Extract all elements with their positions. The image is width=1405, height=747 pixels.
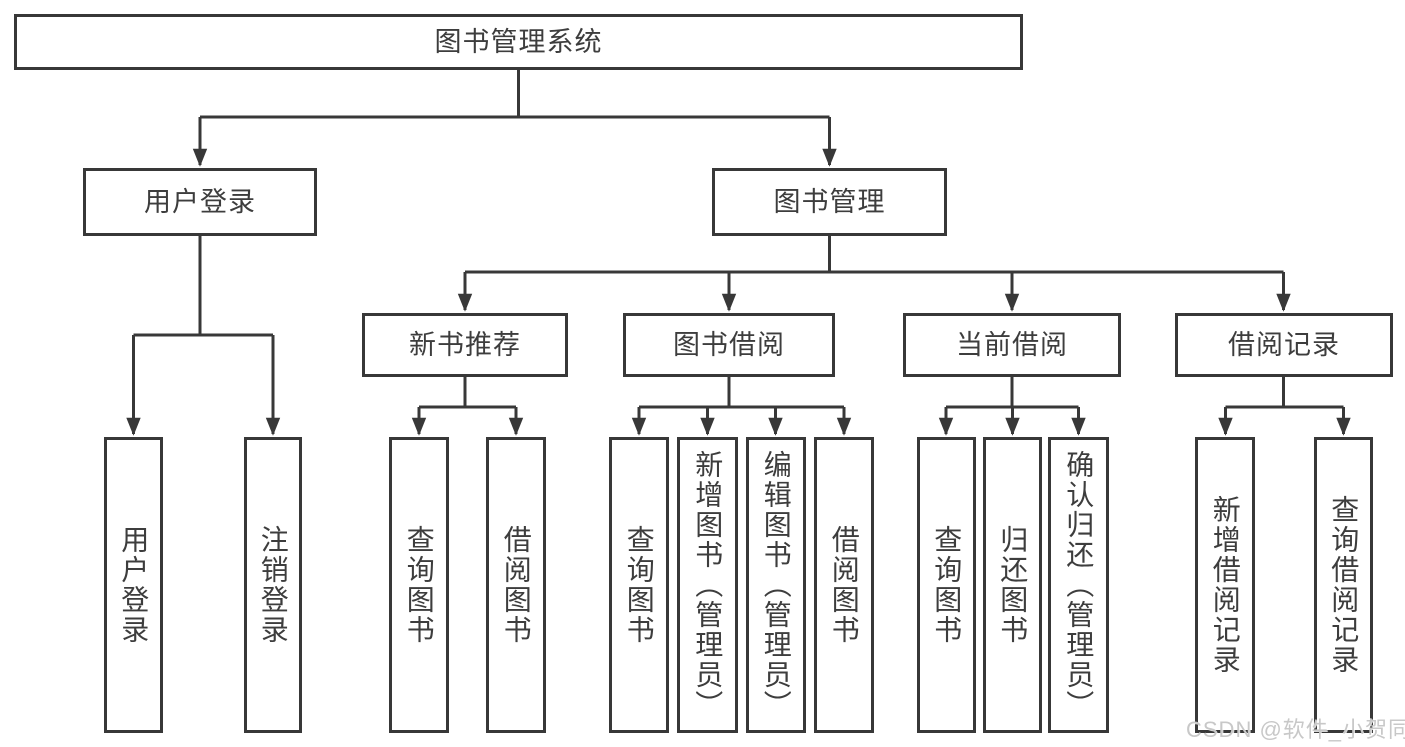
- node-root-system: 图书管理系统: [14, 14, 1023, 70]
- leaf-query-borrow-record: 查询借阅记录: [1314, 437, 1373, 733]
- node-current-borrow: 当前借阅: [903, 313, 1121, 377]
- leaf-current-query-books: 查询图书: [917, 437, 976, 733]
- leaf-edit-books-admin: 编辑图书（管理员）: [746, 437, 806, 733]
- leaf-recommend-borrow-books: 借阅图书: [486, 437, 546, 733]
- leaf-user-login: 用户登录: [104, 437, 163, 733]
- leaf-recommend-query-books: 查询图书: [389, 437, 449, 733]
- node-book-management: 图书管理: [712, 168, 947, 236]
- leaf-logout: 注销登录: [244, 437, 302, 733]
- node-new-book-recommend: 新书推荐: [362, 313, 568, 377]
- leaf-borrow-query-books: 查询图书: [609, 437, 669, 733]
- leaf-return-books: 归还图书: [983, 437, 1042, 733]
- leaf-borrow-books: 借阅图书: [814, 437, 874, 733]
- leaf-add-borrow-record: 新增借阅记录: [1195, 437, 1255, 733]
- node-book-borrow: 图书借阅: [623, 313, 835, 377]
- watermark: CSDN @软件_小贺同学: [1186, 717, 1405, 742]
- node-borrow-records: 借阅记录: [1175, 313, 1393, 377]
- node-user-login: 用户登录: [83, 168, 317, 236]
- leaf-confirm-return-admin: 确认归还（管理员）: [1048, 437, 1109, 733]
- leaf-add-books-admin: 新增图书（管理员）: [677, 437, 738, 733]
